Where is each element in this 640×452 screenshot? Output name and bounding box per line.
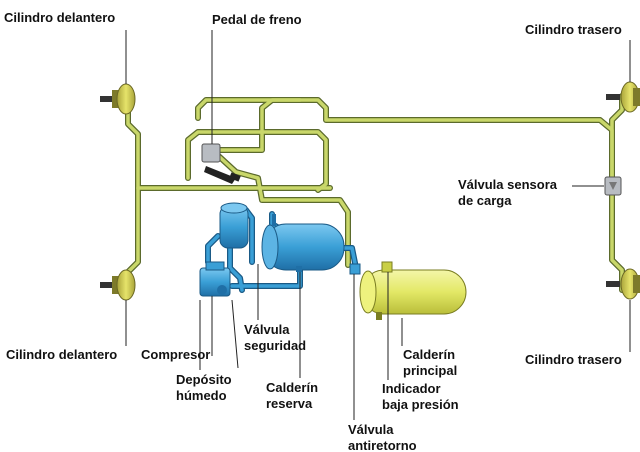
check-valve [349, 263, 361, 275]
label-safety-valve-line2: seguridad [244, 338, 307, 353]
rear-feed-line [195, 97, 303, 121]
label-main-tank: Calderín principal [403, 347, 457, 379]
label-brake-pedal: Pedal de freno [212, 12, 302, 27]
label-main-tank-line2: principal [403, 363, 458, 378]
pedal-to-rear-line [209, 97, 615, 191]
label-load-sensor-valve-line1: Válvula sensora [458, 177, 557, 192]
label-load-sensor-valve: Válvula sensora de carga [458, 177, 557, 209]
label-compressor: Compresor [141, 347, 211, 362]
rear-cylinder-bottom [606, 268, 640, 300]
leader-lines [125, 30, 631, 420]
label-wet-tank-line2: húmedo [176, 388, 227, 403]
label-check-valve: Válvula antiretorno [348, 422, 417, 452]
label-low-pressure-line1: Indicador [382, 381, 441, 396]
load-sensor-valve [604, 176, 622, 196]
label-main-tank-line1: Calderín [403, 347, 456, 362]
front-cylinder-top [100, 83, 136, 115]
label-low-pressure: Indicador baja presión [382, 381, 459, 413]
label-front-cylinder-top: Cilindro delantero [4, 10, 116, 25]
label-reserve-tank-line1: Calderín [266, 380, 319, 395]
label-rear-cylinder-bottom: Cilindro trasero [525, 352, 622, 367]
label-wet-tank-line1: Depósito [176, 372, 232, 387]
reserve-tank [261, 214, 345, 272]
label-reserve-tank: Calderín reserva [266, 380, 318, 412]
rear-cylinder-top [606, 81, 640, 113]
label-low-pressure-line2: baja presión [382, 397, 459, 412]
label-safety-valve: Válvula seguridad [244, 322, 306, 354]
label-rear-cylinder-top: Cilindro trasero [525, 22, 622, 37]
label-front-cylinder-bottom: Cilindro delantero [6, 347, 118, 362]
compressor [199, 261, 231, 297]
label-check-valve-line1: Válvula [348, 422, 394, 437]
label-check-valve-line2: antiretorno [348, 438, 417, 452]
label-wet-tank: Depósito húmedo [176, 372, 232, 404]
label-load-sensor-valve-line2: de carga [458, 193, 512, 208]
label-safety-valve-line1: Válvula [244, 322, 290, 337]
wet-tank [219, 202, 249, 249]
main-tank [359, 261, 467, 320]
front-cylinder-bottom [100, 269, 136, 301]
brake-pedal-valve [201, 143, 241, 184]
label-reserve-tank-line2: reserva [266, 396, 313, 411]
